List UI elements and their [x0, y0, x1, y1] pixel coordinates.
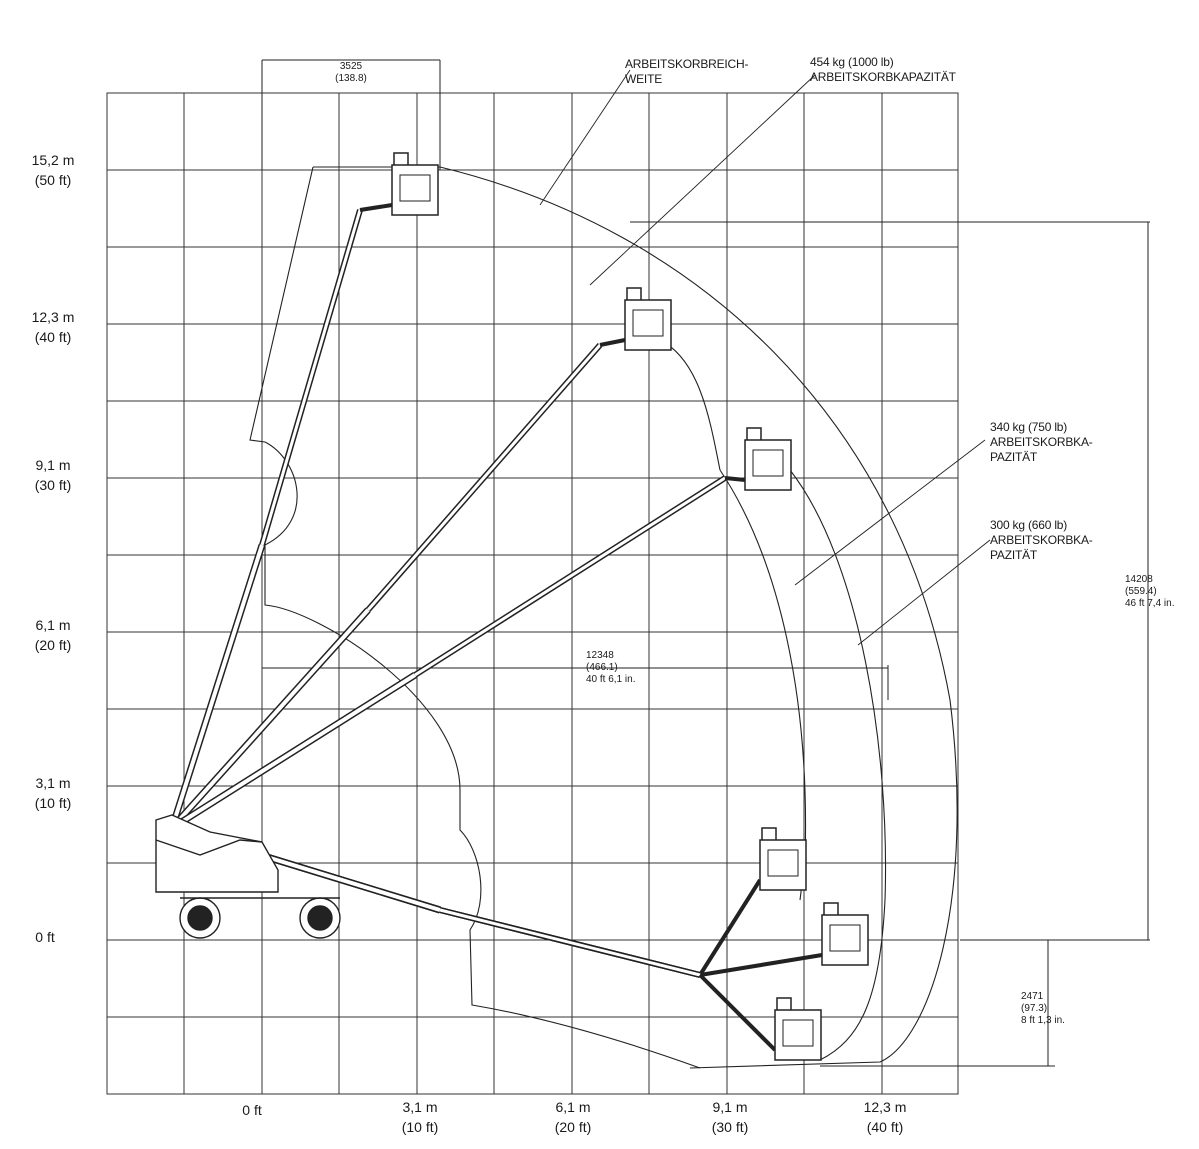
boom-lower-section-fill: [170, 673, 417, 830]
platform-basket: [774, 1009, 822, 1061]
platform-basket-rail: [829, 924, 861, 952]
annotation-capacity-454: 454 kg (1000 lb)ARBEITSKORBKAPAZITÄT: [810, 55, 956, 84]
platform-basket: [759, 839, 807, 891]
platform-basket-rail: [399, 174, 431, 202]
boom-jib: [359, 203, 393, 212]
reach-curve-inner: [659, 339, 721, 471]
x-axis-label-12m: 12,3 m(40 ft): [863, 1099, 907, 1135]
machine-chassis: [155, 814, 341, 939]
envelope-outlines: [249, 166, 958, 1069]
platform-basket-rail: [752, 449, 784, 477]
boom-upper-section-fill: [439, 908, 701, 977]
platform-basket: [624, 299, 672, 351]
platform-basket: [391, 164, 439, 216]
platform-basket-rail: [767, 849, 799, 877]
platform-control-post: [823, 902, 839, 915]
capacity-340-envelope: [719, 469, 807, 901]
y-axis-label-12m: 12,3 m(40 ft): [31, 309, 75, 345]
boom-lower-section-fill: [170, 544, 264, 829]
platform-basket-rail: [782, 1019, 814, 1047]
boom-jib: [698, 878, 762, 977]
boom-upper-section-fill: [414, 476, 726, 677]
boom-positions: [168, 152, 869, 1061]
dimension-lines: [261, 59, 1150, 1067]
boom-jib: [724, 476, 746, 482]
boom-upper-section-fill: [260, 209, 362, 546]
annotation-reach: ARBEITSKORBREICH-WEITE: [625, 57, 749, 86]
dimension-horizontal-outreach: 12348(466.1)40 ft 6,1 in.: [586, 650, 636, 685]
platform-basket-rail: [632, 309, 664, 337]
x-axis-label-9m: 9,1 m(30 ft): [711, 1099, 749, 1135]
capacity-300-envelope: [789, 469, 887, 1061]
y-axis-label-9m: 9,1 m(30 ft): [34, 457, 72, 493]
dimension-platform: 3525(138.8): [335, 61, 367, 84]
y-axis-label-15m: 15,2 m(50 ft): [31, 152, 75, 188]
reach-envelope-outer: [439, 166, 958, 1069]
platform-basket: [821, 914, 869, 966]
platform-basket: [744, 439, 792, 491]
boom-jib: [698, 973, 777, 1052]
annotation-capacity-340: 340 kg (750 lb)ARBEITSKORBKA-PAZITÄT: [990, 420, 1093, 464]
platform-control-post: [393, 152, 409, 165]
chassis-body: [155, 814, 279, 893]
platform-control-post: [746, 427, 762, 440]
boom-jib: [599, 338, 626, 347]
boom-upper-section-fill: [366, 344, 602, 611]
leader-lines: [539, 69, 991, 646]
y-axis-label-0: 0 ft: [35, 929, 55, 945]
x-axis-label-6m: 6,1 m(20 ft): [554, 1099, 592, 1135]
y-axis-label-6m: 6,1 m(20 ft): [34, 617, 72, 653]
dimension-height: 14208(559.4)46 ft 7,4 in.: [1125, 574, 1175, 609]
platform-control-post: [761, 827, 777, 840]
boom-lower-section-fill: [170, 608, 370, 830]
dimension-below-grade: 2471(97.3)8 ft 1,3 in.: [1021, 991, 1065, 1026]
annotation-capacity-300: 300 kg (660 lb)ARBEITSKORBKA-PAZITÄT: [990, 518, 1093, 562]
boom-jib: [699, 953, 823, 977]
y-axis-label-3m: 3,1 m(10 ft): [34, 775, 72, 811]
platform-control-post: [776, 997, 792, 1010]
grid-frame: [106, 92, 959, 1095]
x-axis-label-0: 0 ft: [242, 1102, 262, 1118]
x-axis-label-3m: 3,1 m(10 ft): [401, 1099, 439, 1135]
platform-control-post: [626, 287, 642, 300]
